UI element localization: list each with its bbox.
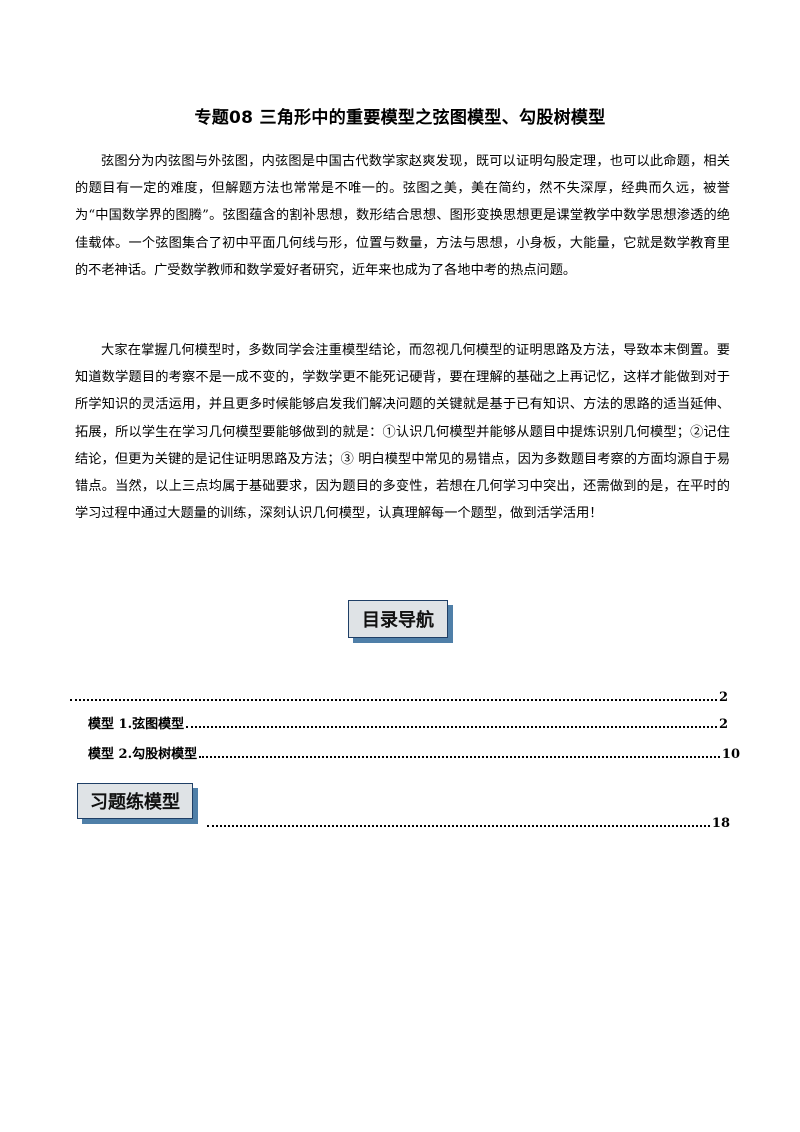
intro-paragraph-1: 弦图分为内弦图与外弦图，内弦图是中国古代数学家赵爽发现，既可以证明勾股定理，也可…	[75, 154, 730, 278]
exercises-heading-badge: 习题练模型	[77, 783, 193, 819]
toc-leader-dots	[186, 725, 717, 728]
toc-entry-model-2[interactable]: 模型 2.勾股树模型 10	[88, 743, 740, 762]
document-title: 专题08 三角形中的重要模型之弦图模型、勾股树模型	[194, 108, 606, 128]
toc-entry-page: 2	[718, 717, 728, 732]
toc-entry-model-1[interactable]: 模型 1.弦图模型 2	[88, 713, 728, 732]
toc-entry-page: 10	[721, 747, 740, 762]
toc-entry-label: 模型 2.勾股树模型	[88, 747, 198, 762]
intro-paragraph-2: 大家在掌握几何模型时，多数同学会注重模型结论，而忽视几何模型的证明思路及方法，导…	[75, 343, 730, 522]
toc-entry-page: 18	[711, 816, 730, 831]
toc-leader-dots	[207, 824, 710, 827]
toc-leader-dots	[70, 698, 717, 701]
toc-leader-dots	[199, 755, 720, 758]
toc-entry-exercises[interactable]: 18	[205, 816, 730, 831]
toc-entry-page: 2	[718, 690, 728, 705]
toc-entry-label: 模型 1.弦图模型	[88, 717, 185, 732]
toc-entry[interactable]: 2	[68, 690, 728, 705]
toc-heading-badge: 目录导航	[348, 600, 448, 638]
